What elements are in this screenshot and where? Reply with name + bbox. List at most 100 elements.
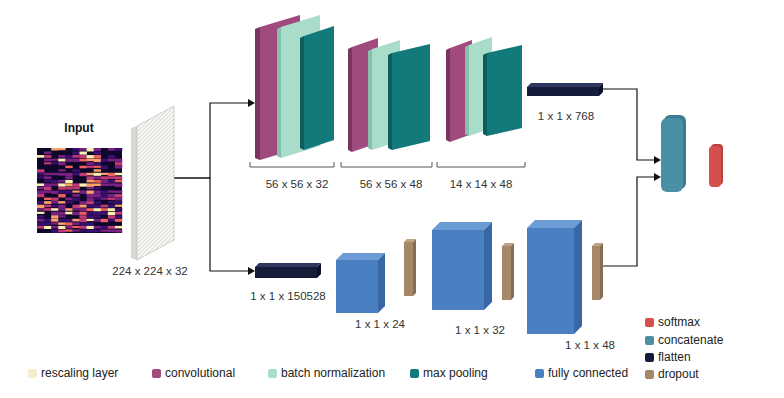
spectrogram-cell (80, 229, 87, 231)
spectrogram-cell (44, 205, 51, 207)
group-bracket (341, 162, 432, 167)
spectrogram-cell (115, 229, 122, 232)
merge-line (603, 89, 654, 160)
spectrogram-cell (44, 219, 51, 222)
spectrogram-cell (87, 194, 94, 197)
spectrogram-cell (80, 212, 87, 215)
spectrogram-cell (115, 226, 122, 228)
spectrogram-cell (72, 208, 79, 210)
spectrogram-cell (80, 222, 87, 225)
spectrogram-cell (44, 222, 51, 225)
block-side (574, 220, 582, 334)
spectrogram-cell (65, 176, 72, 179)
spectrogram-cell (58, 148, 65, 150)
spectrogram-cell (94, 215, 101, 217)
spectrogram-cell (80, 159, 87, 162)
spectrogram-cell (115, 183, 122, 186)
spectrogram-cell (87, 162, 94, 165)
spectrogram-cell (51, 180, 58, 183)
spectrogram-cell (72, 229, 79, 231)
spectrogram-cell (65, 191, 72, 194)
spectrogram-cell (51, 205, 58, 208)
spectrogram-cell (37, 205, 44, 208)
spectrogram-cell (115, 215, 122, 218)
spectrogram-cell (65, 226, 72, 229)
slab-side (368, 49, 372, 150)
spectrogram-cell (87, 201, 94, 204)
spectrogram-cell (101, 212, 108, 215)
flatten-bar: 1 x 1 x 150528 (255, 263, 321, 278)
spectrogram-cell (80, 152, 87, 155)
slab-side (255, 27, 260, 160)
spectrogram-cell (87, 176, 94, 180)
spectrogram-cell (87, 208, 94, 211)
spectrogram-cell (37, 215, 44, 218)
legend-label: dropout (658, 367, 699, 381)
spectrogram-cell (65, 222, 72, 225)
spectrogram-cell (65, 180, 72, 183)
spectrogram-cell (80, 205, 87, 208)
spectrogram-cell (58, 180, 65, 183)
spectrogram-cell (80, 215, 87, 218)
input-heading: Input (64, 121, 93, 135)
spectrogram-cell (87, 205, 94, 208)
spectrogram-cell (58, 229, 65, 232)
node-shape (446, 37, 522, 142)
node-shape (527, 220, 603, 334)
spectrogram-cell (108, 176, 115, 179)
spectrogram-cell (51, 148, 58, 151)
spectrogram-cell (58, 215, 65, 217)
spectrogram-cell (58, 191, 65, 194)
spectrogram-cell (44, 176, 51, 179)
spectrogram-cell (51, 162, 58, 164)
slab-side (446, 48, 450, 142)
spectrogram-cell (51, 222, 58, 224)
spectrogram-cell (94, 208, 101, 211)
spectrogram-cell (108, 226, 115, 229)
slab-face (450, 40, 472, 142)
spectrogram-cell (65, 201, 72, 203)
spectrogram-cell (65, 166, 72, 168)
spectrogram-cell (65, 183, 72, 186)
block-top (255, 263, 321, 267)
block-top (527, 220, 582, 228)
spectrogram-cell (87, 219, 94, 221)
flatten-bar: 1 x 1 x 768 (527, 83, 603, 96)
node-shape (527, 83, 603, 96)
spectrogram-cell (72, 148, 79, 151)
dimension-label: 56 x 56 x 32 (266, 177, 329, 191)
spectrogram-cell (94, 162, 101, 165)
dimension-label: 1 x 1 x 768 (538, 109, 594, 123)
spectrogram-cell (87, 229, 94, 232)
spectrogram-cell (58, 173, 65, 176)
legend-swatch (645, 353, 654, 362)
arrow-head (654, 156, 661, 164)
spectrogram-cell (101, 166, 108, 169)
block-side (378, 253, 385, 313)
spectrogram-cell (101, 208, 108, 211)
connector-line (174, 178, 249, 271)
spectrogram-cell (44, 187, 51, 190)
legend-swatch (645, 370, 654, 379)
legend-label: flatten (658, 350, 691, 364)
spectrogram-cell (58, 226, 65, 229)
conv-block: 14 x 14 x 48 (446, 37, 522, 142)
spectrogram-cell (51, 212, 58, 215)
spectrogram-cell (51, 159, 58, 161)
spectrogram-cell (72, 169, 79, 172)
spectrogram-cell (72, 194, 79, 197)
node-shape (348, 38, 430, 152)
spectrogram-cell (37, 191, 44, 194)
spectrogram-cell (94, 155, 101, 158)
slab-face (137, 106, 174, 260)
spectrogram-cell (72, 173, 79, 175)
legend-label: concatenate (658, 333, 723, 347)
legend-label: max pooling (423, 366, 488, 380)
spectrogram-cell (44, 183, 51, 186)
spectrogram-cell (87, 212, 94, 215)
spectrogram-cell (94, 205, 101, 208)
spectrogram-cell (44, 208, 51, 211)
spectrogram-cell (44, 180, 51, 182)
spectrogram-cell (101, 173, 108, 175)
spectrogram-cell (101, 183, 108, 186)
